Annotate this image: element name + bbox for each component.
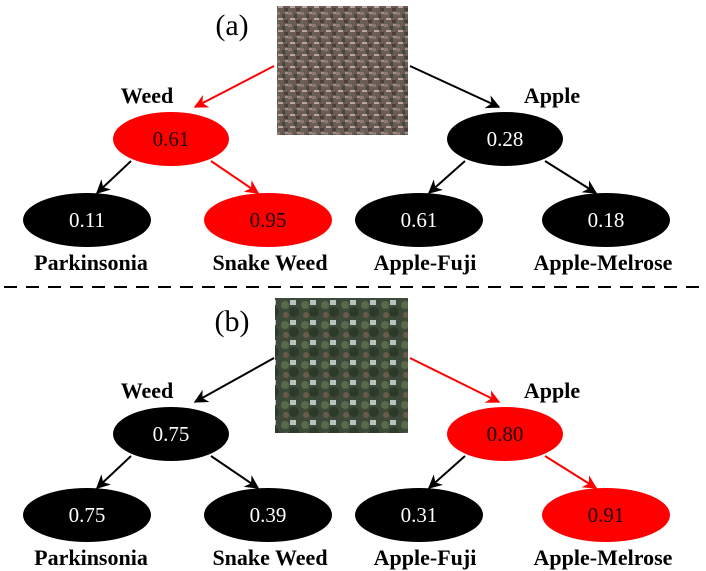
leaf-node-value: 0.31 bbox=[401, 503, 438, 527]
weed-node-value: 0.61 bbox=[153, 127, 190, 151]
apple-label: Apple bbox=[524, 83, 580, 108]
leaf-node bbox=[204, 488, 332, 542]
edge-leaf bbox=[544, 160, 598, 194]
weed-label: Weed bbox=[121, 378, 174, 403]
edge-leaf bbox=[95, 160, 132, 194]
leaf-node bbox=[542, 193, 670, 247]
input-image bbox=[277, 6, 408, 135]
leaf-node-value: 0.91 bbox=[588, 503, 625, 527]
weed-node-value: 0.75 bbox=[153, 422, 190, 446]
leaf-node-value: 0.75 bbox=[69, 503, 106, 527]
edge-leaf bbox=[427, 455, 466, 489]
edge-root-weed bbox=[193, 65, 275, 108]
leaf-label: Apple-Fuji bbox=[374, 250, 477, 275]
leaf-node-value: 0.61 bbox=[401, 208, 438, 232]
leaf-node bbox=[23, 193, 151, 247]
leaf-node-value: 0.18 bbox=[588, 208, 625, 232]
input-image bbox=[275, 298, 408, 433]
leaf-node-value: 0.95 bbox=[250, 208, 287, 232]
leaf-node bbox=[23, 488, 151, 542]
edge-root-apple bbox=[409, 65, 501, 109]
panel-label: (a) bbox=[215, 9, 248, 42]
leaf-node-value: 0.39 bbox=[250, 503, 287, 527]
edge-root-weed bbox=[193, 357, 275, 403]
weed-node bbox=[113, 112, 229, 166]
leaf-label: Apple-Fuji bbox=[374, 545, 477, 570]
weed-label: Weed bbox=[121, 83, 174, 108]
leaf-label: Parkinsonia bbox=[34, 250, 148, 275]
leaf-label: Apple-Melrose bbox=[534, 545, 673, 570]
apple-node-value: 0.28 bbox=[487, 127, 524, 151]
apple-node bbox=[447, 407, 563, 461]
leaf-label: Parkinsonia bbox=[34, 545, 148, 570]
leaf-node bbox=[355, 193, 483, 247]
edge-leaf bbox=[544, 455, 598, 489]
edge-root-apple bbox=[409, 357, 501, 403]
weed-node bbox=[113, 407, 229, 461]
leaf-node bbox=[542, 488, 670, 542]
edge-leaf bbox=[427, 160, 466, 194]
panel-label: (b) bbox=[215, 305, 250, 338]
leaf-label: Apple-Melrose bbox=[534, 250, 673, 275]
apple-node-value: 0.80 bbox=[487, 422, 524, 446]
leaf-node bbox=[204, 193, 332, 247]
leaf-label: Snake Weed bbox=[212, 250, 327, 275]
apple-node bbox=[447, 112, 563, 166]
leaf-label: Snake Weed bbox=[212, 545, 327, 570]
edge-leaf bbox=[210, 160, 260, 194]
leaf-node-value: 0.11 bbox=[69, 208, 105, 232]
apple-label: Apple bbox=[524, 378, 580, 403]
edge-leaf bbox=[210, 455, 260, 489]
edge-leaf bbox=[95, 455, 132, 489]
leaf-node bbox=[355, 488, 483, 542]
